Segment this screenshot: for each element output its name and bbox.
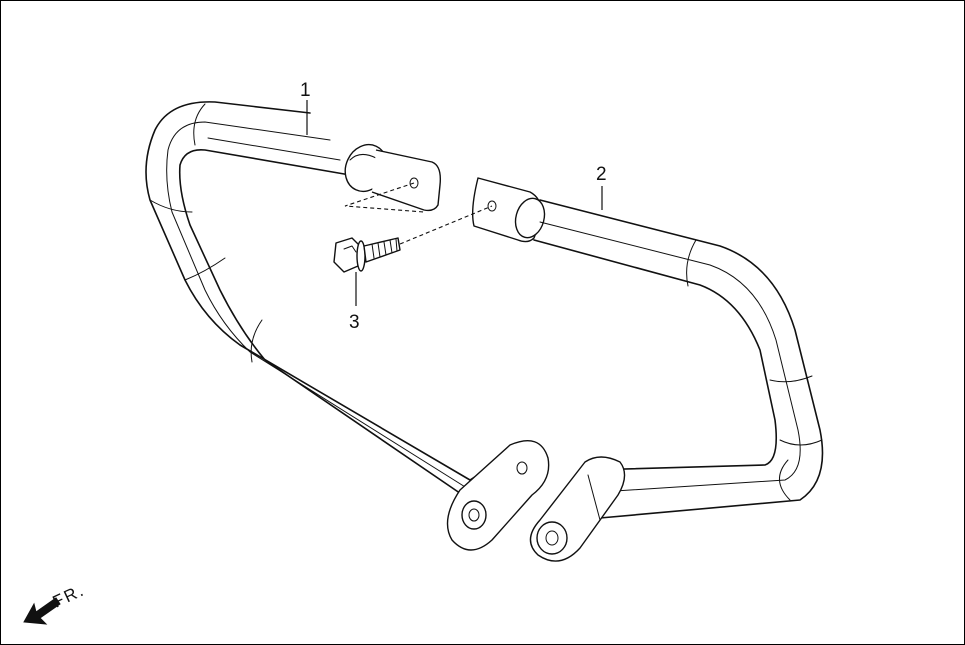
svg-text:2: 2 xyxy=(596,164,607,185)
assembly-guide-lines xyxy=(344,182,493,245)
svg-text:FR.: FR. xyxy=(50,580,88,611)
callout-1: 1 xyxy=(300,80,311,135)
left-crash-bar xyxy=(145,101,550,551)
front-direction-indicator: FR. xyxy=(23,580,88,625)
right-crash-bar xyxy=(471,177,824,562)
svg-text:3: 3 xyxy=(349,312,360,333)
front-arrow-icon xyxy=(23,597,61,625)
callout-2: 2 xyxy=(596,164,607,210)
svg-text:1: 1 xyxy=(300,80,311,101)
callout-3: 3 xyxy=(349,272,360,333)
flange-bolt xyxy=(333,237,401,273)
